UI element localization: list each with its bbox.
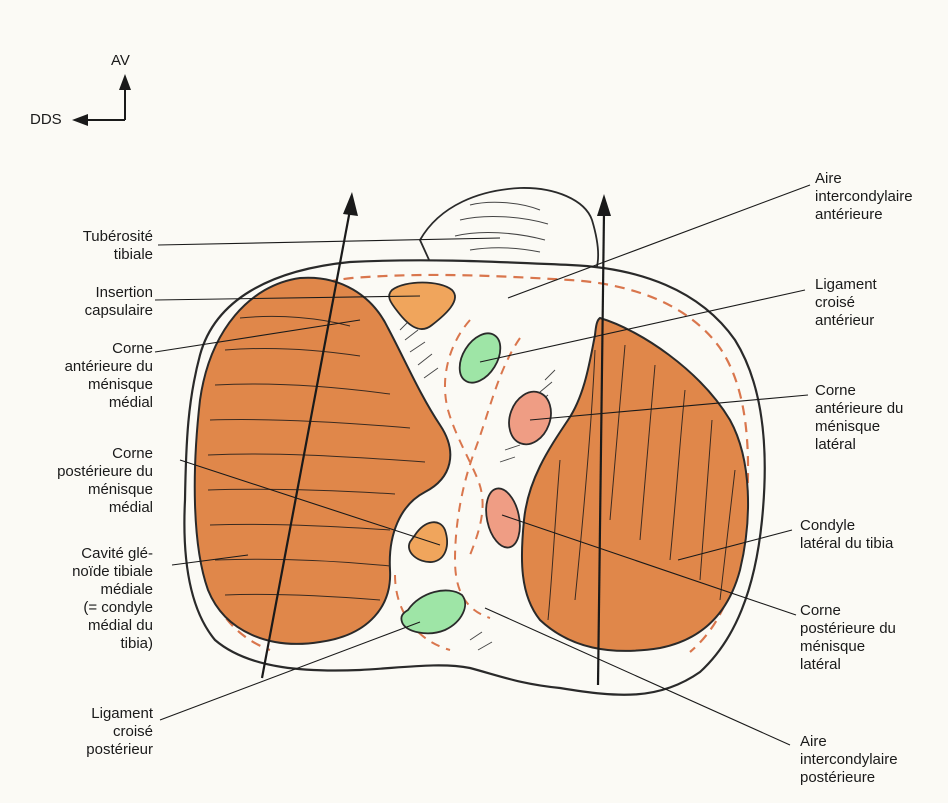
label-corne-anterieure-menisque-medial: Corne antérieure du ménisque médial bbox=[65, 340, 153, 412]
label-corne-posterieure-menisque-medial: Corne postérieure du ménisque médial bbox=[57, 445, 153, 517]
orientation-arrows bbox=[72, 74, 131, 126]
label-aire-intercondylaire-posterieure: Aire intercondylaire postérieure bbox=[800, 733, 898, 787]
label-insertion-capsulaire: Insertion capsulaire bbox=[85, 284, 153, 320]
orientation-anterior-label: AV bbox=[111, 52, 130, 70]
label-aire-intercondylaire-anterieure: Aire intercondylaire antérieure bbox=[815, 170, 913, 224]
tibial-tuberosity bbox=[420, 188, 598, 270]
orientation-lateral-label: DDS bbox=[30, 111, 62, 129]
arrow-left-icon bbox=[72, 114, 88, 126]
label-tuberosite-tibiale: Tubérosité tibiale bbox=[83, 228, 153, 264]
label-corne-anterieure-menisque-lateral: Corne antérieure du ménisque latéral bbox=[815, 382, 903, 454]
label-ligament-croise-anterieur: Ligament croisé antérieur bbox=[815, 276, 877, 330]
label-corne-posterieure-menisque-lateral: Corne postérieure du ménisque latéral bbox=[800, 602, 896, 674]
arrow-up-icon bbox=[119, 74, 131, 90]
label-ligament-croise-posterieur: Ligament croisé postérieur bbox=[86, 705, 153, 759]
label-condyle-lateral-tibia: Condyle latéral du tibia bbox=[800, 517, 893, 553]
label-cavite-glenoide-mediale: Cavité glé- noïde tibiale médiale (= con… bbox=[72, 545, 153, 653]
